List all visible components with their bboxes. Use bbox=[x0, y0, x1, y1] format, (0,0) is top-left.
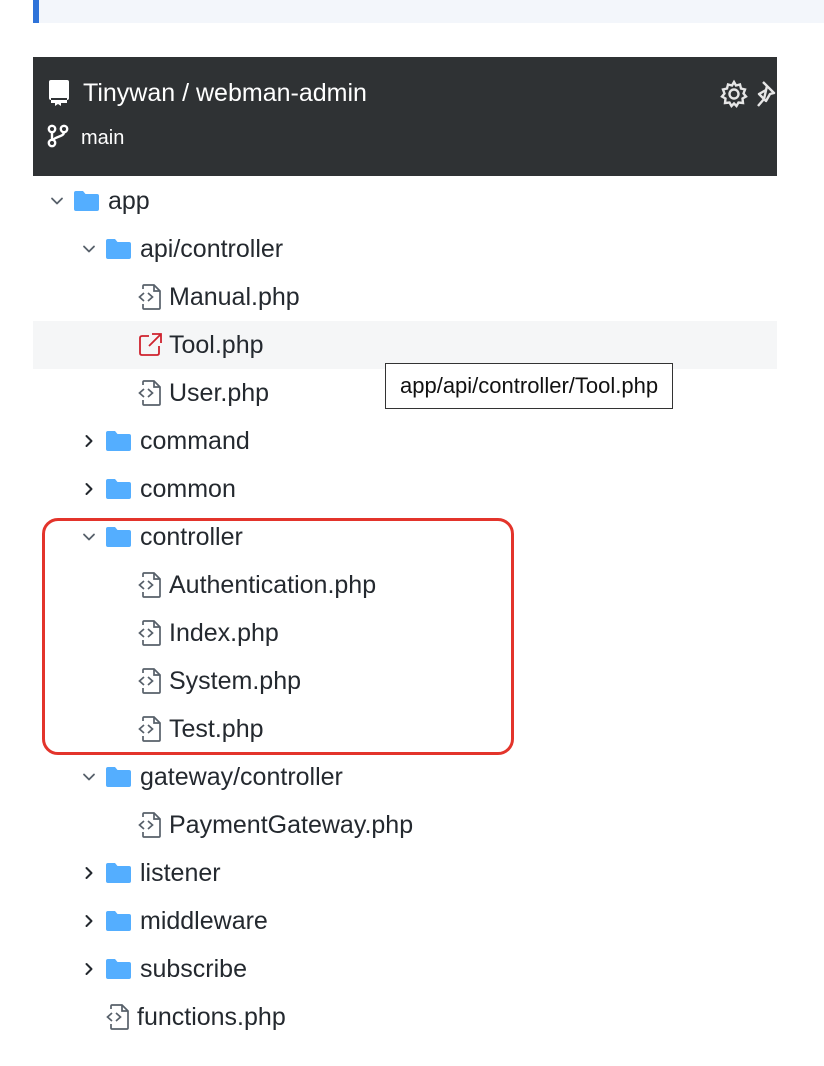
tree-folder-controller[interactable]: controller bbox=[33, 513, 777, 561]
tree-file-system-php[interactable]: System.php bbox=[33, 657, 777, 705]
tree-file-functions-php[interactable]: functions.php bbox=[33, 993, 777, 1041]
repo-link[interactable]: Tinywan / webman-admin bbox=[47, 75, 367, 111]
tree-item-label: command bbox=[140, 426, 250, 455]
tree-item-label: Tool.php bbox=[169, 330, 264, 359]
tree-folder-subscribe[interactable]: subscribe bbox=[33, 945, 777, 993]
chevron-right-icon[interactable] bbox=[79, 431, 99, 451]
gear-icon[interactable] bbox=[719, 79, 749, 109]
folder-icon bbox=[105, 958, 132, 980]
file-code-icon bbox=[137, 715, 163, 743]
file-code-icon bbox=[137, 667, 163, 695]
tree-folder-gateway-controller[interactable]: gateway/controller bbox=[33, 753, 777, 801]
chevron-right-icon[interactable] bbox=[79, 863, 99, 883]
repo-header: Tinywan / webman-admin main bbox=[33, 57, 777, 176]
header-actions bbox=[719, 79, 777, 109]
tree-item-label: Index.php bbox=[169, 618, 279, 647]
chevron-down-icon[interactable] bbox=[79, 527, 99, 547]
folder-icon bbox=[105, 478, 132, 500]
folder-icon bbox=[105, 862, 132, 884]
tree-folder-common[interactable]: common bbox=[33, 465, 777, 513]
tree-item-label: Authentication.php bbox=[169, 570, 377, 599]
file-code-icon bbox=[137, 379, 163, 407]
file-code-icon bbox=[137, 619, 163, 647]
tree-item-label: gateway/controller bbox=[140, 762, 343, 791]
chevron-down-icon[interactable] bbox=[47, 191, 67, 211]
chevron-right-icon[interactable] bbox=[79, 959, 99, 979]
path-tooltip: app/api/controller/Tool.php bbox=[385, 363, 674, 409]
tree-folder-app[interactable]: app bbox=[33, 177, 777, 225]
tooltip-text: app/api/controller/Tool.php bbox=[400, 373, 659, 398]
tree-item-label: PaymentGateway.php bbox=[169, 810, 414, 839]
tree-file-test-php[interactable]: Test.php bbox=[33, 705, 777, 753]
file-code-icon bbox=[137, 571, 163, 599]
tree-item-label: app bbox=[108, 186, 150, 215]
branch-name[interactable]: main bbox=[81, 126, 125, 149]
chevron-down-icon[interactable] bbox=[79, 767, 99, 787]
top-note-bar bbox=[33, 0, 824, 23]
tree-item-label: common bbox=[140, 474, 236, 503]
file-code-icon bbox=[137, 811, 163, 839]
folder-icon bbox=[73, 190, 100, 212]
tree-item-label: functions.php bbox=[137, 1002, 286, 1031]
tree-file-tool-php[interactable]: Tool.php bbox=[33, 321, 777, 369]
tree-file-authentication-php[interactable]: Authentication.php bbox=[33, 561, 777, 609]
tree-folder-middleware[interactable]: middleware bbox=[33, 897, 777, 945]
tree-file-manual-php[interactable]: Manual.php bbox=[33, 273, 777, 321]
chevron-down-icon[interactable] bbox=[79, 239, 99, 259]
folder-icon bbox=[105, 526, 132, 548]
branch-selector[interactable]: main bbox=[47, 123, 124, 153]
folder-icon bbox=[105, 238, 132, 260]
external-link-icon bbox=[137, 331, 163, 359]
tree-file-user-php[interactable]: User.php bbox=[33, 369, 777, 417]
tree-item-label: controller bbox=[140, 522, 243, 551]
repo-icon bbox=[47, 79, 71, 107]
tree-item-label: listener bbox=[140, 858, 221, 887]
git-branch-icon bbox=[47, 124, 69, 153]
tree-item-label: Manual.php bbox=[169, 282, 300, 311]
folder-icon bbox=[105, 766, 132, 788]
tree-item-label: subscribe bbox=[140, 954, 247, 983]
tree-item-label: User.php bbox=[169, 378, 270, 407]
tree-item-label: middleware bbox=[140, 906, 268, 935]
tree-folder-api-controller[interactable]: api/controller bbox=[33, 225, 777, 273]
tree-item-label: api/controller bbox=[140, 234, 284, 263]
pin-icon[interactable] bbox=[755, 79, 777, 109]
tree-item-label: Test.php bbox=[169, 714, 264, 743]
tree-file-paymentgateway-php[interactable]: PaymentGateway.php bbox=[33, 801, 777, 849]
file-tree-panel: Tinywan / webman-admin main bbox=[33, 57, 777, 1041]
tree-file-index-php[interactable]: Index.php bbox=[33, 609, 777, 657]
folder-icon bbox=[105, 430, 132, 452]
file-code-icon bbox=[105, 1003, 131, 1031]
repo-title[interactable]: Tinywan / webman-admin bbox=[83, 78, 367, 107]
chevron-right-icon[interactable] bbox=[79, 911, 99, 931]
chevron-right-icon[interactable] bbox=[79, 479, 99, 499]
file-code-icon bbox=[137, 283, 163, 311]
folder-icon bbox=[105, 910, 132, 932]
tree-item-label: System.php bbox=[169, 666, 302, 695]
tree-folder-command[interactable]: command bbox=[33, 417, 777, 465]
tree-folder-listener[interactable]: listener bbox=[33, 849, 777, 897]
